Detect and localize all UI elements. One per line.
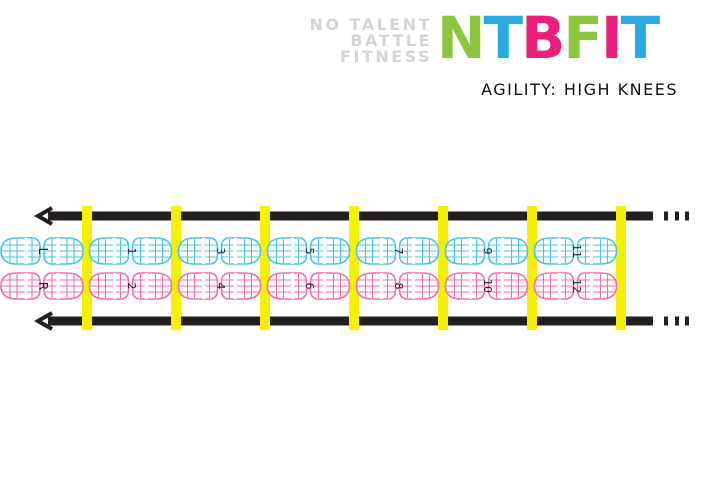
footprint-icon: [0, 237, 41, 265]
footprint-icon: [533, 272, 575, 300]
footprint-icon: [487, 237, 529, 265]
step-number-bottom: 10: [481, 279, 494, 293]
footprint-icon: [177, 237, 219, 265]
logo-letter: T: [620, 4, 661, 72]
step-number-bottom: 6: [303, 283, 316, 290]
direction-arrow-icon: [33, 311, 53, 331]
footprint-icon: [220, 237, 262, 265]
footprint-icon: [355, 272, 397, 300]
ladder-rung: [82, 206, 92, 330]
footprint-icon: [177, 272, 219, 300]
footprint-icon: [0, 272, 41, 300]
step-number-top: 1: [125, 248, 138, 255]
footprint-icon: [43, 237, 84, 265]
rail-continuation-dash: [675, 316, 679, 326]
footprint-icon: [266, 272, 308, 300]
step-number-top: 11: [570, 244, 583, 258]
logo-letter: I: [600, 4, 623, 72]
ladder-rung: [349, 206, 359, 330]
start-label-right: R: [36, 282, 50, 290]
footprint-icon: [355, 237, 397, 265]
logo-letter: N: [437, 4, 486, 72]
logo-letter: F: [563, 4, 603, 72]
ladder-rung: [171, 206, 181, 330]
ntbfit-logo: NTBFIT: [437, 4, 661, 72]
start-label-left: L: [36, 248, 50, 255]
footprint-icon: [220, 272, 262, 300]
footprint-icon: [487, 272, 529, 300]
tagline-line-3: FITNESS: [340, 47, 432, 66]
footprint-icon: [398, 237, 440, 265]
step-number-bottom: 12: [570, 279, 583, 293]
drill-title: AGILITY: HIGH KNEES: [481, 80, 678, 99]
ladder-rung: [616, 206, 626, 330]
tagline-line-2: BATTLE: [350, 31, 432, 50]
footprint-icon: [444, 272, 486, 300]
step-number-bottom: 4: [214, 283, 227, 290]
footprint-icon: [43, 272, 84, 300]
footprint-icon: [88, 237, 130, 265]
ladder-rung: [260, 206, 270, 330]
footprint-icon: [444, 237, 486, 265]
logo-letter: T: [483, 4, 524, 72]
logo-letter: B: [521, 4, 565, 72]
rail-continuation-dash: [664, 316, 668, 326]
rail-continuation-dash: [675, 211, 679, 221]
rail-continuation-dash: [664, 211, 668, 221]
footprint-icon: [576, 272, 618, 300]
rail-continuation-dash: [685, 316, 689, 326]
footprint-icon: [266, 237, 308, 265]
direction-arrow-icon: [33, 206, 53, 226]
footprint-icon: [131, 237, 173, 265]
footprint-icon: [576, 237, 618, 265]
step-number-top: 3: [214, 248, 227, 255]
step-number-top: 9: [481, 248, 494, 255]
ladder-rung: [527, 206, 537, 330]
tagline-line-1: NO TALENT: [309, 15, 432, 34]
step-number-bottom: 8: [392, 283, 405, 290]
step-number-top: 7: [392, 248, 405, 255]
step-number-bottom: 2: [125, 283, 138, 290]
footprint-icon: [309, 272, 351, 300]
footprint-icon: [131, 272, 173, 300]
rail-continuation-dash: [685, 211, 689, 221]
step-number-top: 5: [303, 248, 316, 255]
footprint-icon: [309, 237, 351, 265]
ladder-rung: [438, 206, 448, 330]
footprint-icon: [533, 237, 575, 265]
footprint-icon: [398, 272, 440, 300]
footprint-icon: [88, 272, 130, 300]
